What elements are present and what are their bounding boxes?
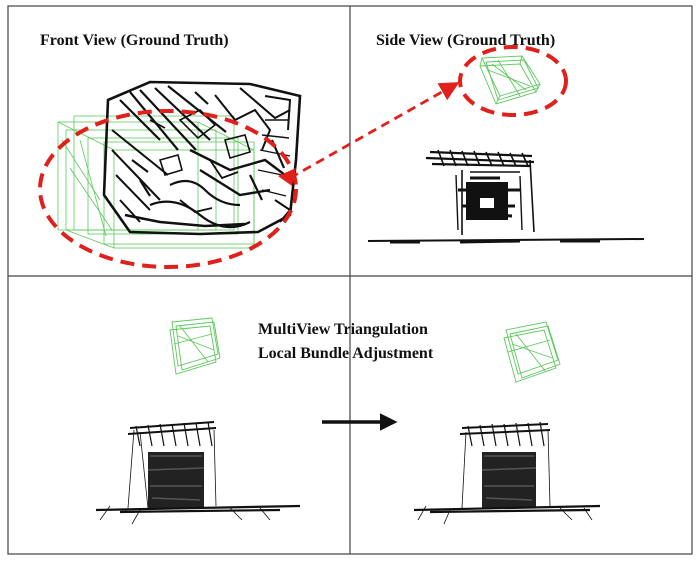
front-view-panel: Front View (Ground Truth) [38,32,302,269]
method-caption-line2: Local Bundle Adjustment [258,345,434,362]
side-view-title: Side View (Ground Truth) [376,32,555,49]
side-view-panel: Side View (Ground Truth) [367,32,645,244]
camera-cluster-after [503,321,561,383]
highlight-ellipse-front [38,109,298,269]
point-cloud-before [95,421,301,525]
front-view-point-cloud [102,80,302,236]
side-camera-icon [479,55,541,105]
highlight-ellipse-side [458,45,568,117]
side-view-point-cloud [367,149,645,244]
method-caption-line1: MultiView Triangulation [258,321,428,338]
bottom-panel: MultiView Triangulation Local Bundle Adj… [95,317,601,525]
camera-cluster-before [169,317,221,375]
front-view-title: Front View (Ground Truth) [40,32,229,49]
arrow-tail-marker [278,168,296,186]
correspondence-arrow [289,82,460,180]
point-cloud-after [413,421,601,525]
